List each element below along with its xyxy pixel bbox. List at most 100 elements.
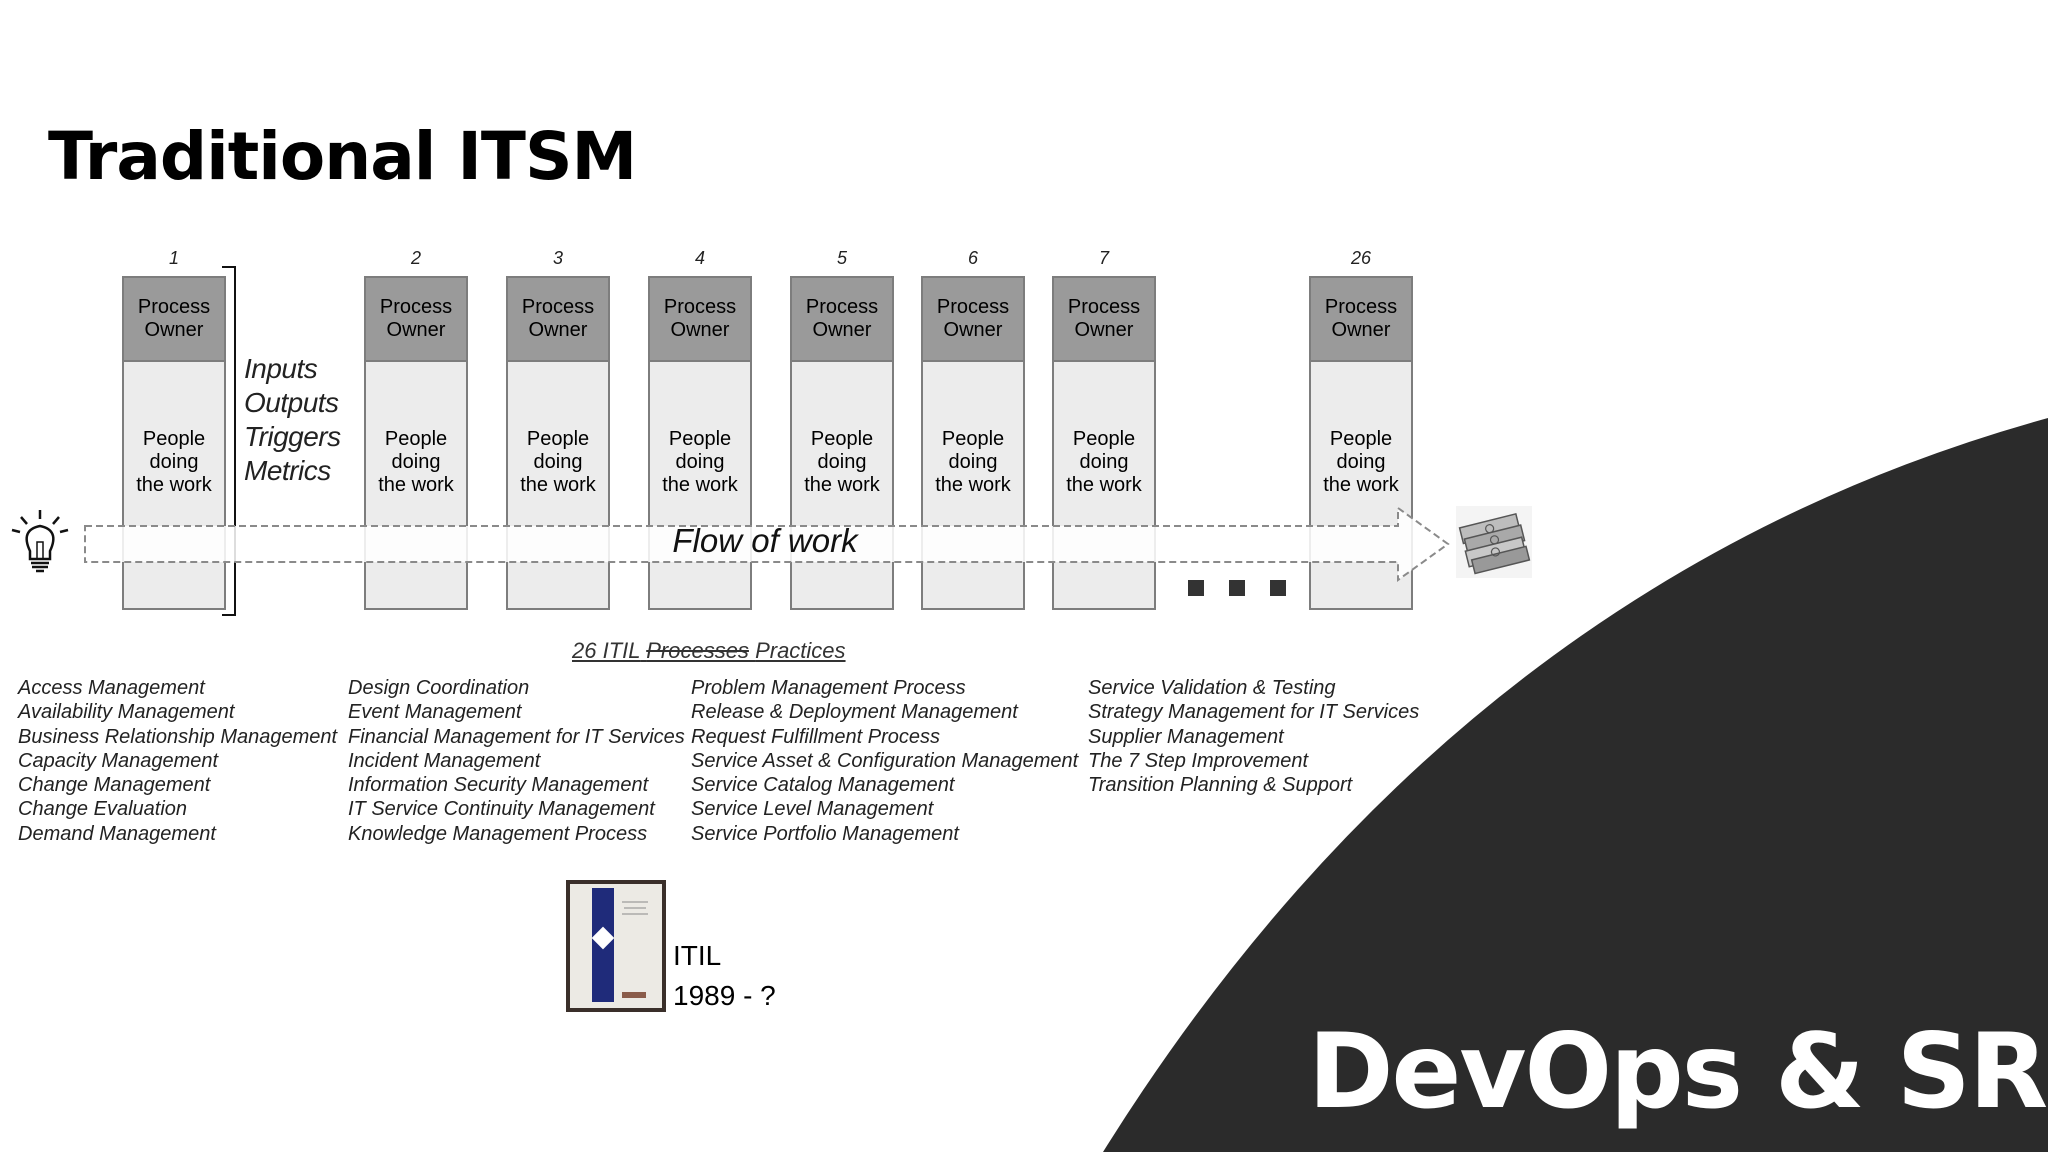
people-line: doing	[675, 451, 725, 473]
money-stack-icon	[1456, 506, 1532, 578]
practice-item: Strategy Management for IT Services	[1088, 701, 1420, 724]
process-number: 6	[967, 248, 978, 268]
practice-item: Problem Management Process	[691, 677, 966, 699]
owner-line: Process	[936, 296, 1010, 318]
practice-item: Request Fulfillment Process	[691, 725, 940, 748]
people-line: People	[1329, 428, 1393, 450]
practice-item: Design Coordination	[348, 677, 530, 699]
people-line: People	[142, 428, 206, 450]
practice-item: Change Management	[18, 774, 211, 797]
people-line: the work	[1066, 474, 1142, 496]
practices-title-replacement: Practices	[755, 638, 846, 663]
practice-item: Availability Management	[18, 701, 235, 724]
attribute-metrics: Metrics	[244, 455, 331, 486]
people-line: doing	[1079, 451, 1129, 473]
people-line: People	[526, 428, 590, 450]
people-line: People	[941, 428, 1005, 450]
people-line: doing	[1336, 451, 1386, 473]
practice-item: Information Security Management	[348, 774, 649, 797]
people-line: the work	[804, 474, 880, 496]
ellipsis-dots	[1188, 580, 1311, 601]
practice-item: Service Asset & Configuration Management	[691, 749, 1079, 772]
practice-item: Event Management	[348, 701, 522, 724]
practices-title: 26 ITIL Processes Practices	[572, 638, 846, 664]
flow-arrow	[84, 506, 1450, 582]
people-line: the work	[1323, 474, 1399, 496]
process-number: 4	[694, 248, 705, 268]
people-line: the work	[662, 474, 738, 496]
process-number: 7	[1098, 248, 1109, 268]
practice-column-3: Problem Management Process Release & Dep…	[691, 676, 1078, 846]
people-line: doing	[948, 451, 998, 473]
attributes-bracket	[222, 266, 236, 616]
people-line: doing	[391, 451, 441, 473]
practice-item: Business Relationship Management	[18, 725, 338, 748]
practice-item: Supplier Management	[1088, 725, 1284, 748]
owner-line: Owner	[670, 319, 730, 341]
owner-line: Process	[1067, 296, 1141, 318]
attributes-list: Inputs Outputs Triggers Metrics	[244, 352, 341, 488]
owner-line: Process	[663, 296, 737, 318]
people-line: People	[1072, 428, 1136, 450]
practice-item: Transition Planning & Support	[1088, 774, 1353, 797]
people-line: doing	[817, 451, 867, 473]
practices-title-prefix: 26 ITIL	[572, 638, 641, 663]
owner-line: Process	[137, 296, 211, 318]
practice-item: Change Evaluation	[18, 798, 188, 821]
process-number: 2	[410, 248, 421, 268]
people-line: the work	[378, 474, 454, 496]
practice-item: Capacity Management	[18, 749, 219, 772]
dot	[1229, 580, 1245, 596]
practice-item: The 7 Step Improvement	[1088, 749, 1309, 772]
owner-line: Process	[521, 296, 595, 318]
practice-item: Release & Deployment Management	[691, 701, 1018, 724]
people-line: People	[668, 428, 732, 450]
owner-line: Owner	[943, 319, 1003, 341]
lightbulb-icon	[11, 510, 69, 573]
practice-item: Service Catalog Management	[691, 774, 955, 797]
practice-column-2: Design Coordination Event Management Fin…	[348, 676, 685, 846]
owner-line: Owner	[1074, 319, 1134, 341]
owner-line: Owner	[144, 319, 204, 341]
owner-line: Owner	[528, 319, 588, 341]
process-number: 5	[836, 248, 847, 268]
practice-item: Service Validation & Testing	[1088, 677, 1336, 699]
itil-label: ITIL	[673, 940, 722, 971]
itil-years: 1989 - ?	[673, 980, 776, 1011]
practice-item: Access Management	[18, 677, 205, 699]
practice-item: Demand Management	[18, 822, 216, 845]
practice-column-4: Service Validation & Testing Strategy Ma…	[1088, 676, 1419, 797]
owner-line: Process	[805, 296, 879, 318]
owner-line: Owner	[386, 319, 446, 341]
practice-column-1: Access Management Availability Managemen…	[18, 676, 337, 846]
practice-item: Incident Management	[348, 749, 541, 772]
practices-title-struck: Processes	[646, 638, 749, 663]
practice-item: Financial Management for IT Services	[348, 725, 685, 748]
attribute-triggers: Triggers	[244, 421, 341, 452]
owner-line: Process	[379, 296, 453, 318]
practice-item: IT Service Continuity Management	[348, 798, 655, 821]
people-line: People	[384, 428, 448, 450]
process-number: 1	[168, 248, 179, 268]
dot	[1188, 580, 1204, 596]
